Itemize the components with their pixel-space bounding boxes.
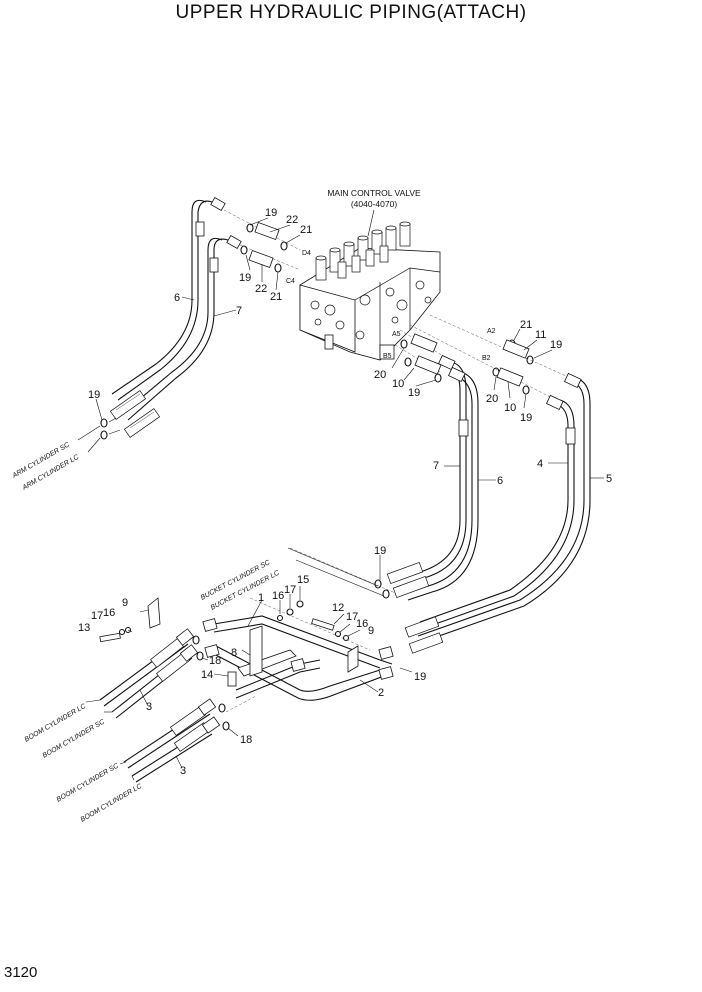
callout-numbers: 6 7 19 19 22 21 19 22 21 21 11 19 20 10 … [78, 207, 612, 777]
callout-20-right: 20 [486, 393, 498, 405]
callout-18-upper: 18 [209, 655, 221, 667]
boom-cylinder-sc-lower-label: BOOM CYLINDER SC [56, 762, 121, 804]
arm-hose-assembly [100, 196, 242, 440]
callout-17-right: 17 [346, 611, 358, 623]
callout-21-right: 21 [520, 319, 532, 331]
callout-5: 5 [606, 473, 612, 485]
callout-22-top: 22 [286, 214, 298, 226]
callout-19-arm: 19 [88, 389, 100, 401]
callout-13: 13 [78, 622, 90, 634]
callout-19-boom: 19 [414, 671, 426, 683]
port-b2: B2 [482, 355, 491, 362]
port-c4: C4 [286, 278, 295, 285]
callout-11: 11 [535, 329, 546, 341]
upper-fittings [240, 222, 288, 273]
page-title: UPPER HYDRAULIC PIPING(ATTACH) [175, 2, 527, 23]
callout-8: 8 [231, 647, 237, 659]
callout-9-right: 9 [368, 625, 374, 637]
callout-19-far-right: 19 [520, 412, 532, 424]
port-b5: B5 [383, 353, 392, 360]
callout-leaders [95, 217, 604, 769]
callout-3-lower: 3 [180, 765, 186, 777]
callout-19-mid: 19 [239, 272, 251, 284]
callout-17-mid: 17 [284, 584, 296, 596]
callout-2: 2 [378, 687, 384, 699]
callout-19-top: 19 [265, 207, 277, 219]
boom-pipe-assembly [99, 597, 394, 783]
callout-1: 1 [258, 592, 264, 604]
o-ring-19-arm-lc [100, 430, 108, 440]
callout-19-bucket: 19 [374, 545, 386, 557]
callout-18-lower: 18 [240, 734, 252, 746]
port-d4: D4 [302, 250, 311, 257]
callout-21-top: 21 [300, 224, 312, 236]
callout-4: 4 [537, 458, 543, 470]
boom-cylinder-lc-lower-label: BOOM CYLINDER LC [80, 782, 145, 823]
callout-21-mid: 21 [270, 291, 282, 303]
callout-3-upper: 3 [146, 701, 152, 713]
callout-16-left: 16 [103, 607, 115, 619]
callout-17-left: 17 [91, 610, 103, 622]
callout-15: 15 [297, 574, 309, 586]
port-a5: A5 [392, 331, 401, 338]
callout-7-right: 7 [433, 460, 439, 472]
callout-10-left: 10 [392, 378, 404, 390]
arm-cylinder-lc-label: ARM CYLINDER LC [21, 453, 81, 492]
callout-9-left: 9 [122, 597, 128, 609]
callout-19-right: 19 [550, 339, 562, 351]
callout-7-left: 7 [236, 305, 242, 317]
callout-22-mid: 22 [255, 283, 267, 295]
main-control-valve [299, 221, 441, 361]
main-control-valve-range: (4040-4070) [351, 199, 397, 209]
o-ring-19-arm-sc [100, 418, 108, 428]
port-a2: A2 [487, 328, 496, 335]
callout-6-left: 6 [174, 292, 180, 304]
bucket-hose-assembly [374, 333, 591, 654]
callout-16-mid: 16 [272, 590, 284, 602]
callout-19-left: 19 [408, 387, 420, 399]
callout-14: 14 [201, 669, 213, 681]
callout-20-left: 20 [374, 369, 386, 381]
callout-6-right: 6 [497, 475, 503, 487]
main-control-valve-label: MAIN CONTROL VALVE [327, 188, 421, 198]
callout-16-right: 16 [356, 618, 368, 630]
callout-10-right: 10 [504, 402, 516, 414]
callout-12: 12 [332, 602, 344, 614]
page-number: 3120 [4, 964, 38, 981]
